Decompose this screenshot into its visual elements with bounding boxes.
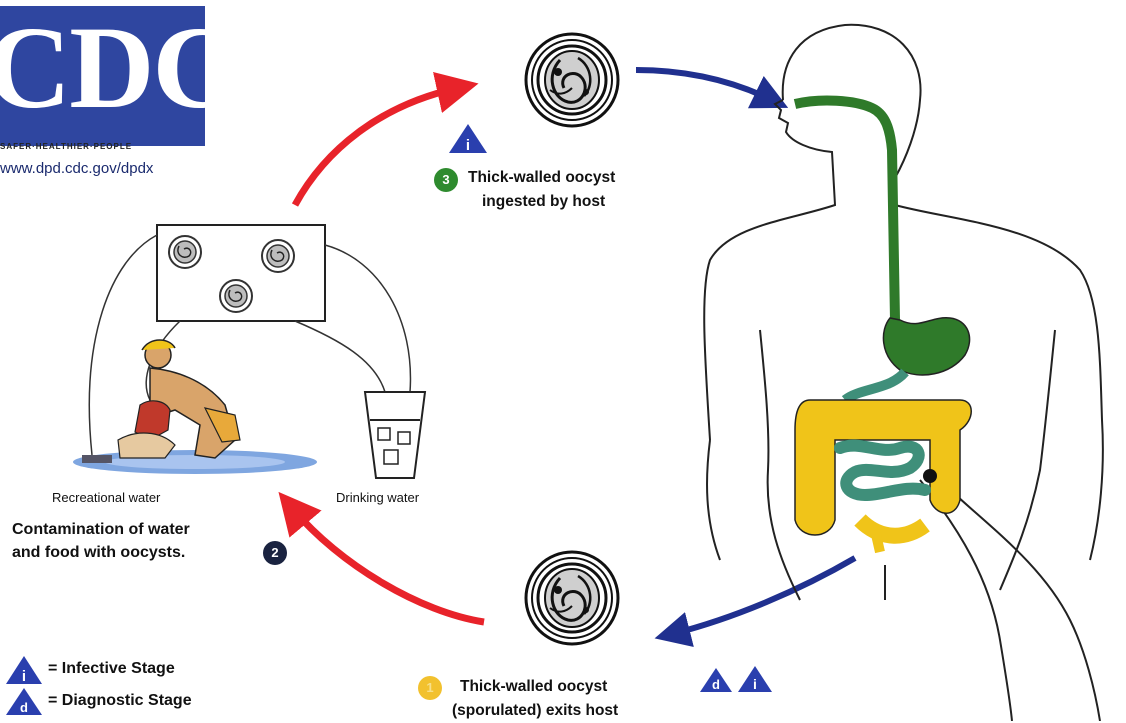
step1-infective-symbol: i <box>738 666 772 692</box>
step2-badge: 2 <box>263 541 287 565</box>
step1-diagnostic-symbol: d <box>700 668 732 692</box>
oocyst-exiting-image <box>526 552 618 644</box>
arrow-to-ingestion <box>295 88 458 205</box>
legend-diagnostic-symbol: d <box>6 688 42 715</box>
drinking-water-label: Drinking water <box>336 490 419 505</box>
step3-caption: Thick-walled oocyst ingested by host <box>468 166 615 214</box>
arrow-to-environment <box>292 508 484 622</box>
step2-caption: Contamination of water and food with ooc… <box>12 518 190 564</box>
svg-text:i: i <box>466 137 470 154</box>
svg-text:i: i <box>753 676 757 692</box>
recreational-water-illustration <box>73 340 317 474</box>
drinking-water-illustration <box>365 392 425 478</box>
cdc-logo-text: CDC <box>0 6 205 136</box>
svg-text:i: i <box>22 668 26 685</box>
step1-caption: Thick-walled oocyst (sporulated) exits h… <box>452 675 618 723</box>
digestive-tract-illustration <box>795 101 971 552</box>
step3-infective-symbol: i <box>449 124 487 154</box>
recreational-water-label: Recreational water <box>52 490 160 505</box>
arrow-to-mouth <box>636 70 772 100</box>
legend-diagnostic-label: = Diagnostic Stage <box>48 692 192 710</box>
cdc-logo-tagline: SAFER·HEALTHIER·PEOPLE <box>0 142 132 151</box>
legend-infective-label: = Infective Stage <box>48 660 175 678</box>
cdc-logo: CDC <box>0 6 205 146</box>
legend-infective-symbol: i <box>6 656 42 685</box>
step1-badge: 1 <box>418 676 442 700</box>
step3-badge: 3 <box>434 168 458 192</box>
oocyst-ingested-image <box>526 34 618 126</box>
cdc-url: www.dpd.cdc.gov/dpdx <box>0 160 153 177</box>
svg-text:d: d <box>712 677 720 692</box>
svg-text:d: d <box>20 700 28 715</box>
arrow-from-intestine <box>672 558 855 634</box>
